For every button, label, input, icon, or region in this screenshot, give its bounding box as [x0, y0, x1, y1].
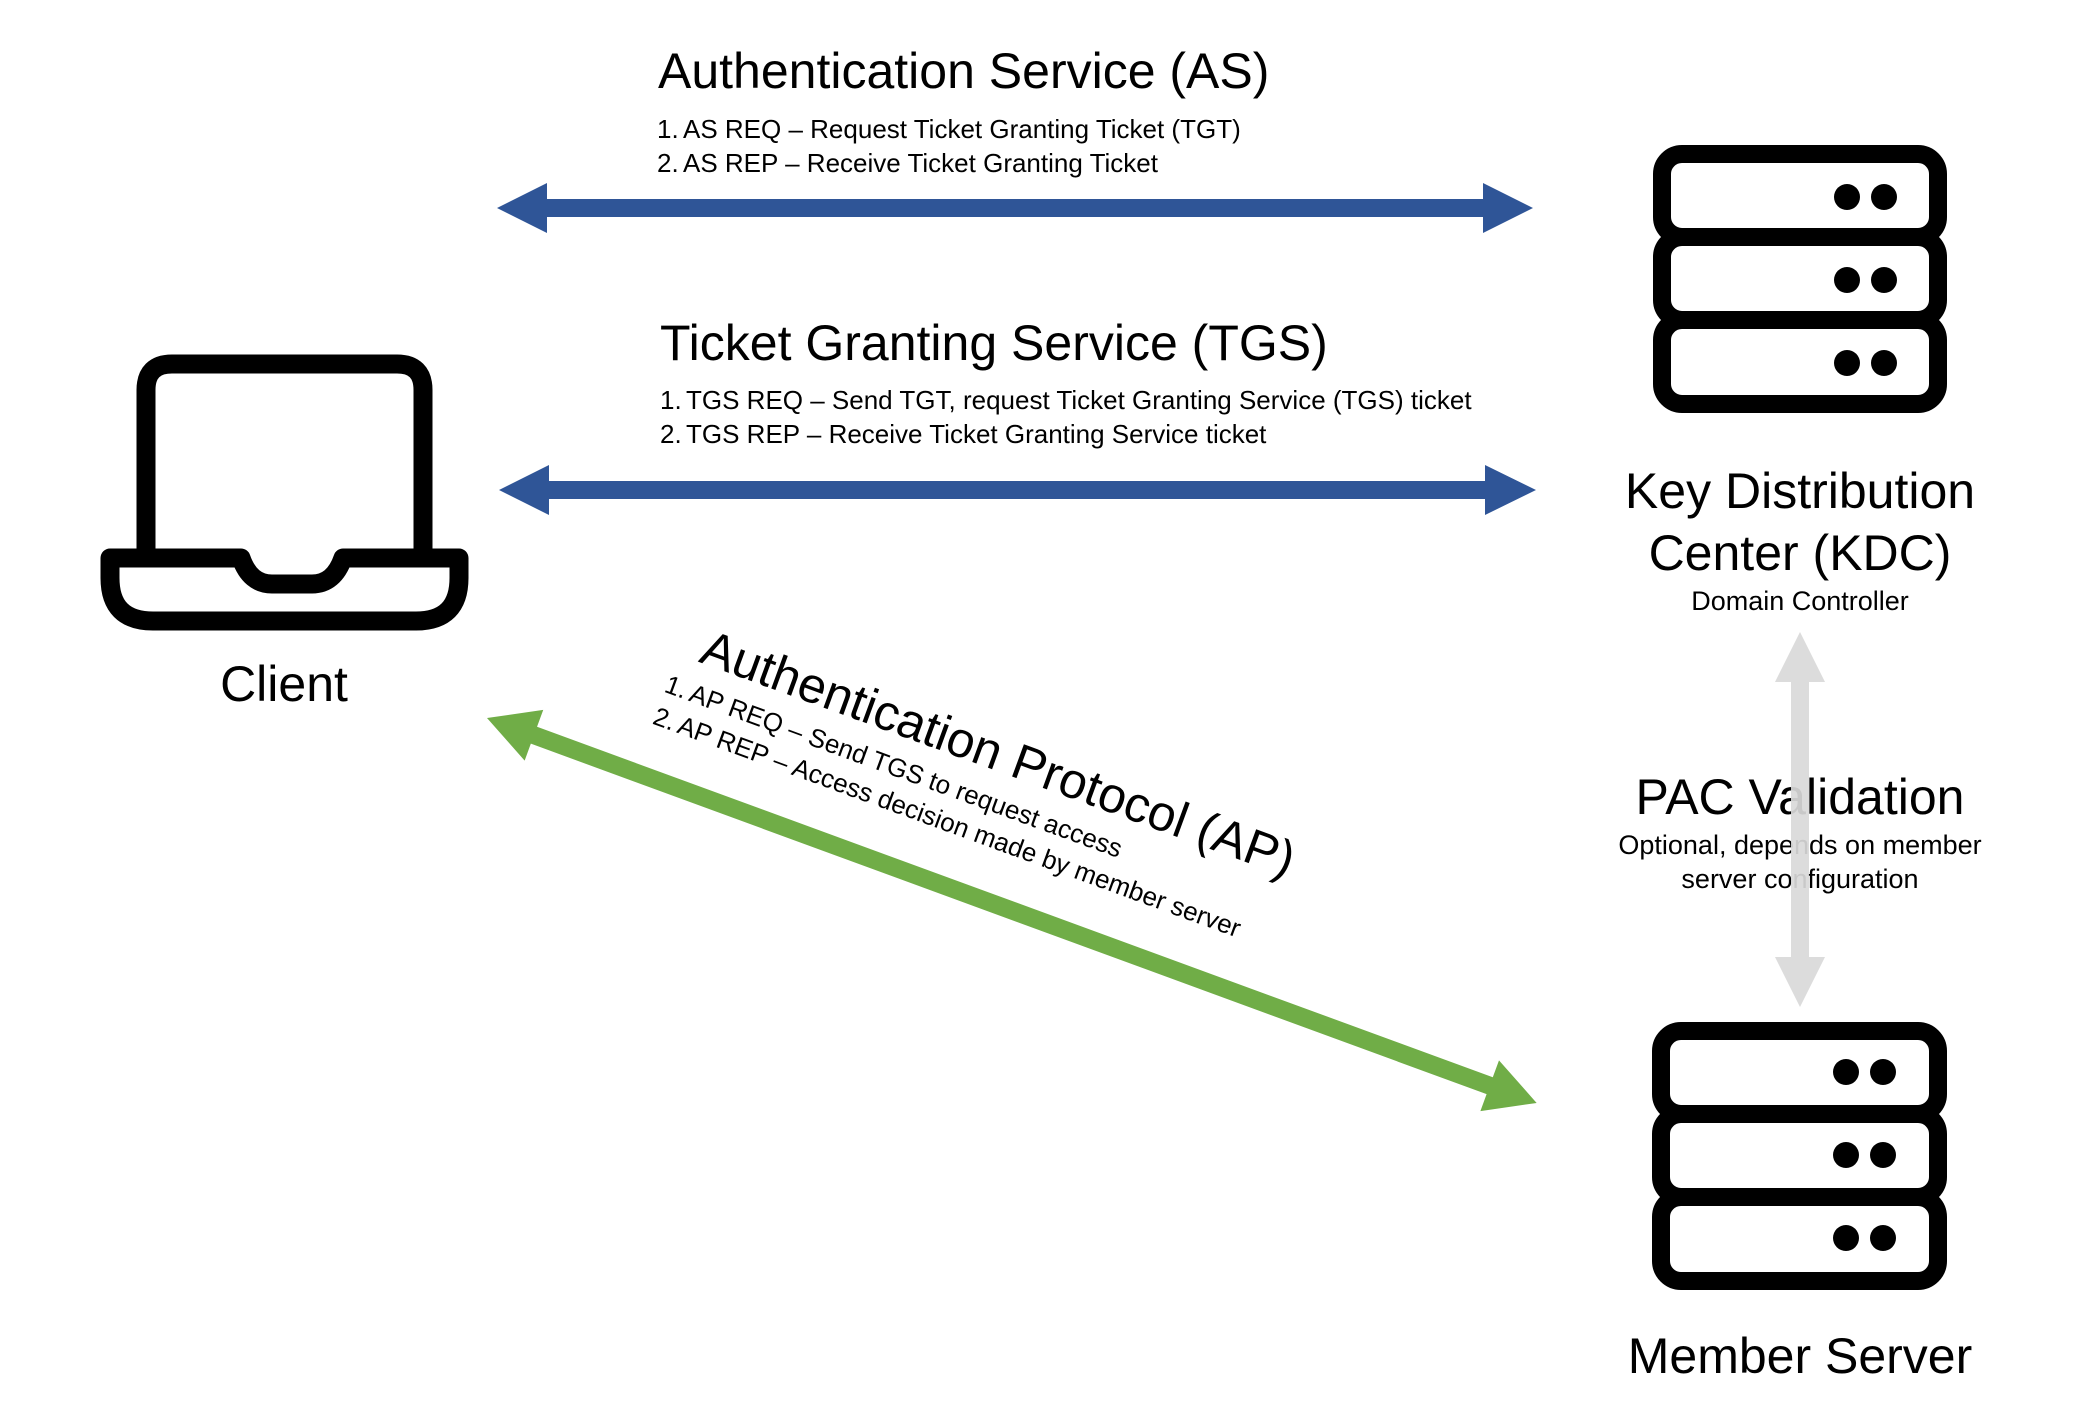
- ap-arrow: [487, 709, 1537, 1112]
- member-server-label: Member Server: [1627, 1328, 1973, 1384]
- pac-subtitle-line2: server configuration: [1681, 864, 1919, 894]
- kdc-label-line2: Center (KDC): [1648, 525, 1952, 581]
- pac-subtitle-line1: Optional, depends on member: [1618, 830, 1982, 860]
- tgs-arrow: [499, 465, 1536, 515]
- kdc-label-line1: Key Distribution: [1624, 463, 1976, 519]
- as-title: Authentication Service (AS): [658, 43, 1270, 99]
- kdc-sublabel: Domain Controller: [1691, 586, 1909, 616]
- tgs-step: 1.TGS REQ – Send TGT, request Ticket Gra…: [660, 385, 1472, 415]
- as-step: 1.AS REQ – Request Ticket Granting Ticke…: [657, 114, 1241, 144]
- as-steps: 1.AS REQ – Request Ticket Granting Ticke…: [657, 112, 1241, 180]
- tgs-steps: 1.TGS REQ – Send TGT, request Ticket Gra…: [660, 383, 1472, 451]
- tgs-step: 2.TGS REP – Receive Ticket Granting Serv…: [660, 419, 1267, 449]
- client-label: Client: [220, 656, 348, 712]
- pac-title: PAC Validation: [1635, 769, 1965, 825]
- as-arrow: [497, 183, 1533, 233]
- as-step: 2.AS REP – Receive Ticket Granting Ticke…: [657, 148, 1158, 178]
- tgs-title: Ticket Granting Service (TGS): [660, 315, 1328, 371]
- pac-subtitle: Optional, depends on member server confi…: [1618, 828, 1981, 896]
